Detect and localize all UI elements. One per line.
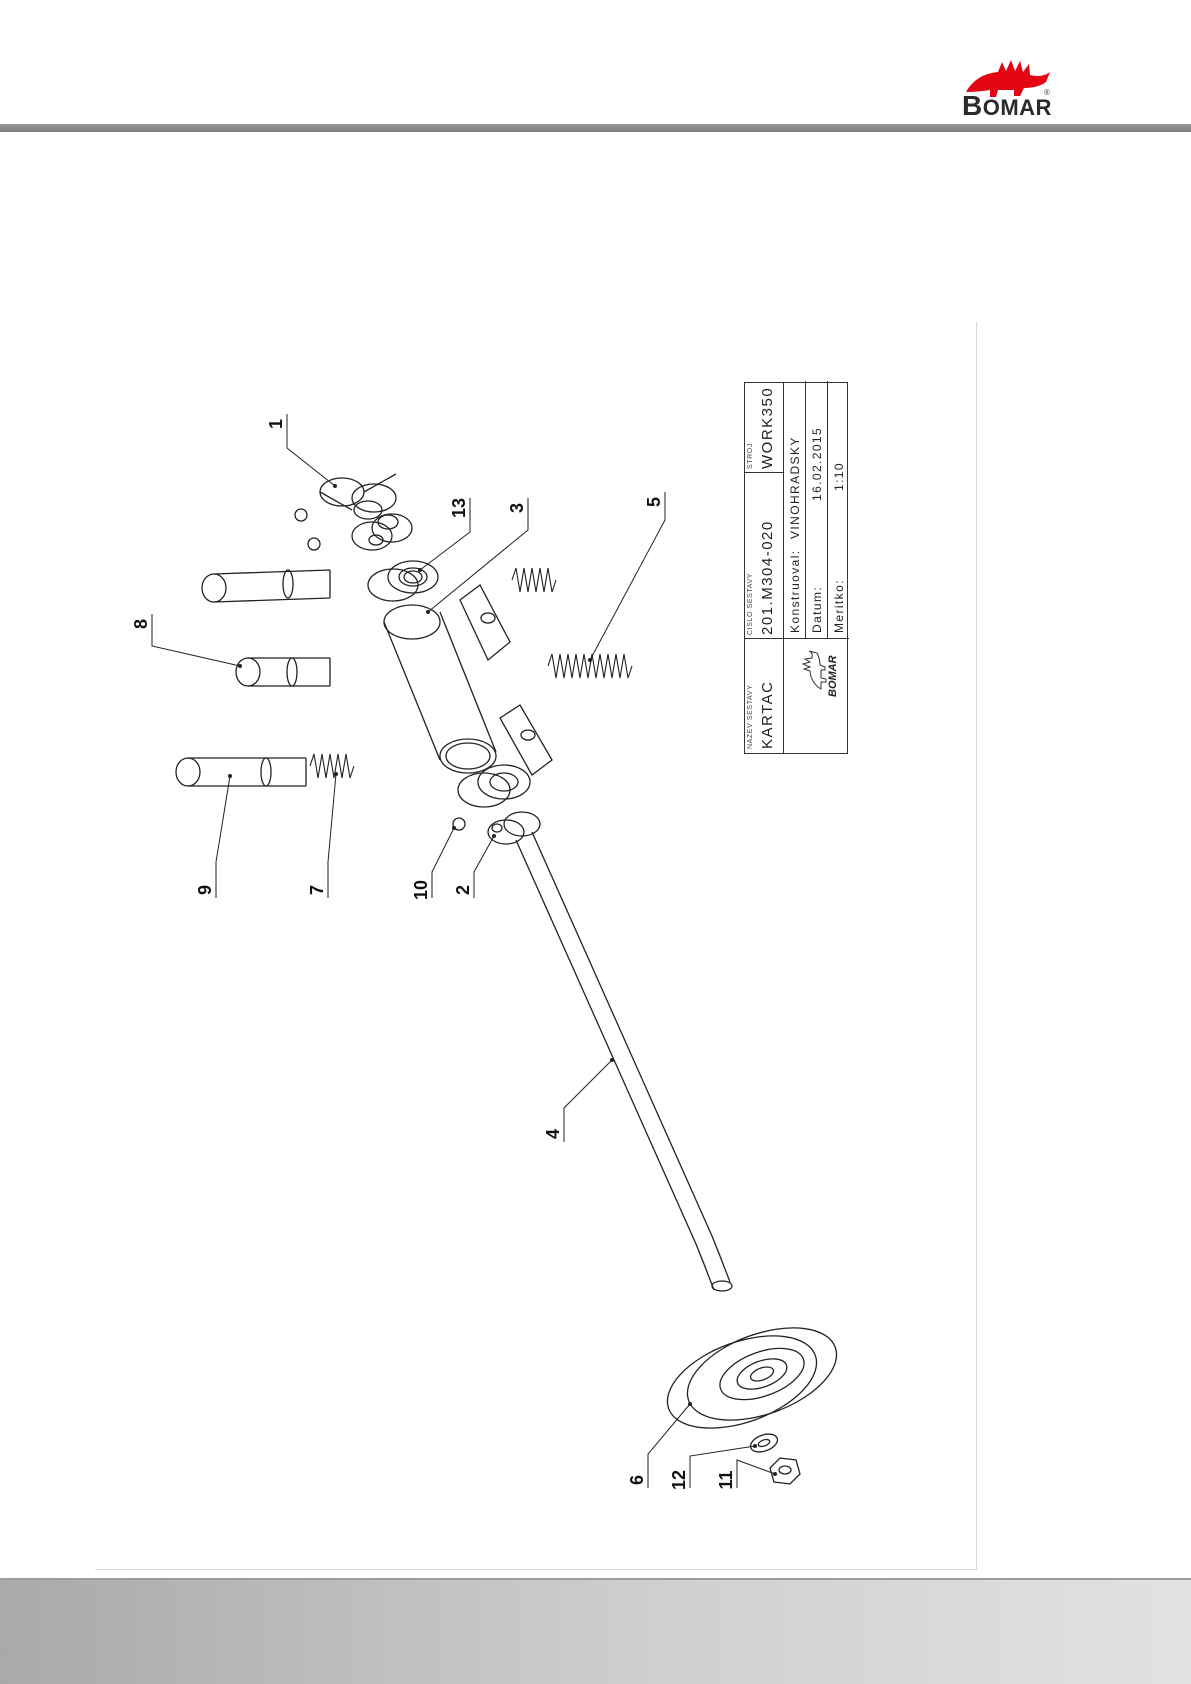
callout-13: 13 [449,498,469,518]
callout-8: 8 [131,619,151,629]
bolt-upper [202,570,330,602]
part-2-collar [488,812,540,844]
leader-lines [152,414,775,1488]
part-4-shaft [516,832,732,1291]
part-9-bolt [176,758,306,786]
title-block: NAZEV SESTAVY KARTAC CISLO SESTAVY 201.M… [744,382,848,754]
callout-10: 10 [411,880,431,900]
tb-designer-value: VINOHRADSKY [788,436,802,539]
part-3-housing [384,585,552,775]
part-8-bolt [236,658,330,686]
grub-screw-b [308,538,320,550]
part-11-nut [770,1458,800,1484]
tb-machine-value: WORK350 [759,387,776,469]
tb-machine-label: STROJ [747,443,754,469]
part-5-spring [548,654,632,678]
part-7-spring [310,754,354,778]
callout-5: 5 [644,497,664,507]
tb-name-value: KARTAC [759,681,776,749]
grub-screw-a [295,509,307,521]
callout-9: 9 [195,885,215,895]
part-1-roller [320,474,398,529]
tb-name-label: NAZEV SESTAVY [747,685,754,749]
leader-dots [228,484,777,1476]
callout-7: 7 [307,885,327,895]
collar-ring-upper [352,514,412,550]
callout-3: 3 [507,503,527,513]
tb-date-value: 16.02.2015 [810,427,824,501]
tb-scale-label: Meritko: [832,579,846,633]
tb-scale-value: 1:10 [832,462,846,491]
tb-mini-logo-text: BOMAR [827,655,839,697]
callout-12: 12 [669,1470,689,1490]
callout-11: 11 [716,1470,736,1489]
tb-date-label: Datum: [810,586,824,633]
part-6-wheel [655,1310,849,1447]
part-12-washer [748,1431,780,1456]
callout-4: 4 [543,1129,563,1139]
lower-bearing [458,765,530,807]
tb-designer-label: Konstruoval: [788,549,802,633]
callout-1: 1 [266,419,286,429]
callout-2: 2 [453,885,473,895]
footer-band [0,1580,1191,1684]
part-13-bearing [368,561,438,601]
callout-6: 6 [627,1475,647,1485]
tb-number-value: 201.M304-020 [759,520,776,635]
short-spring-upper [512,568,556,592]
tb-number-label: CISLO SESTAVY [747,573,754,635]
